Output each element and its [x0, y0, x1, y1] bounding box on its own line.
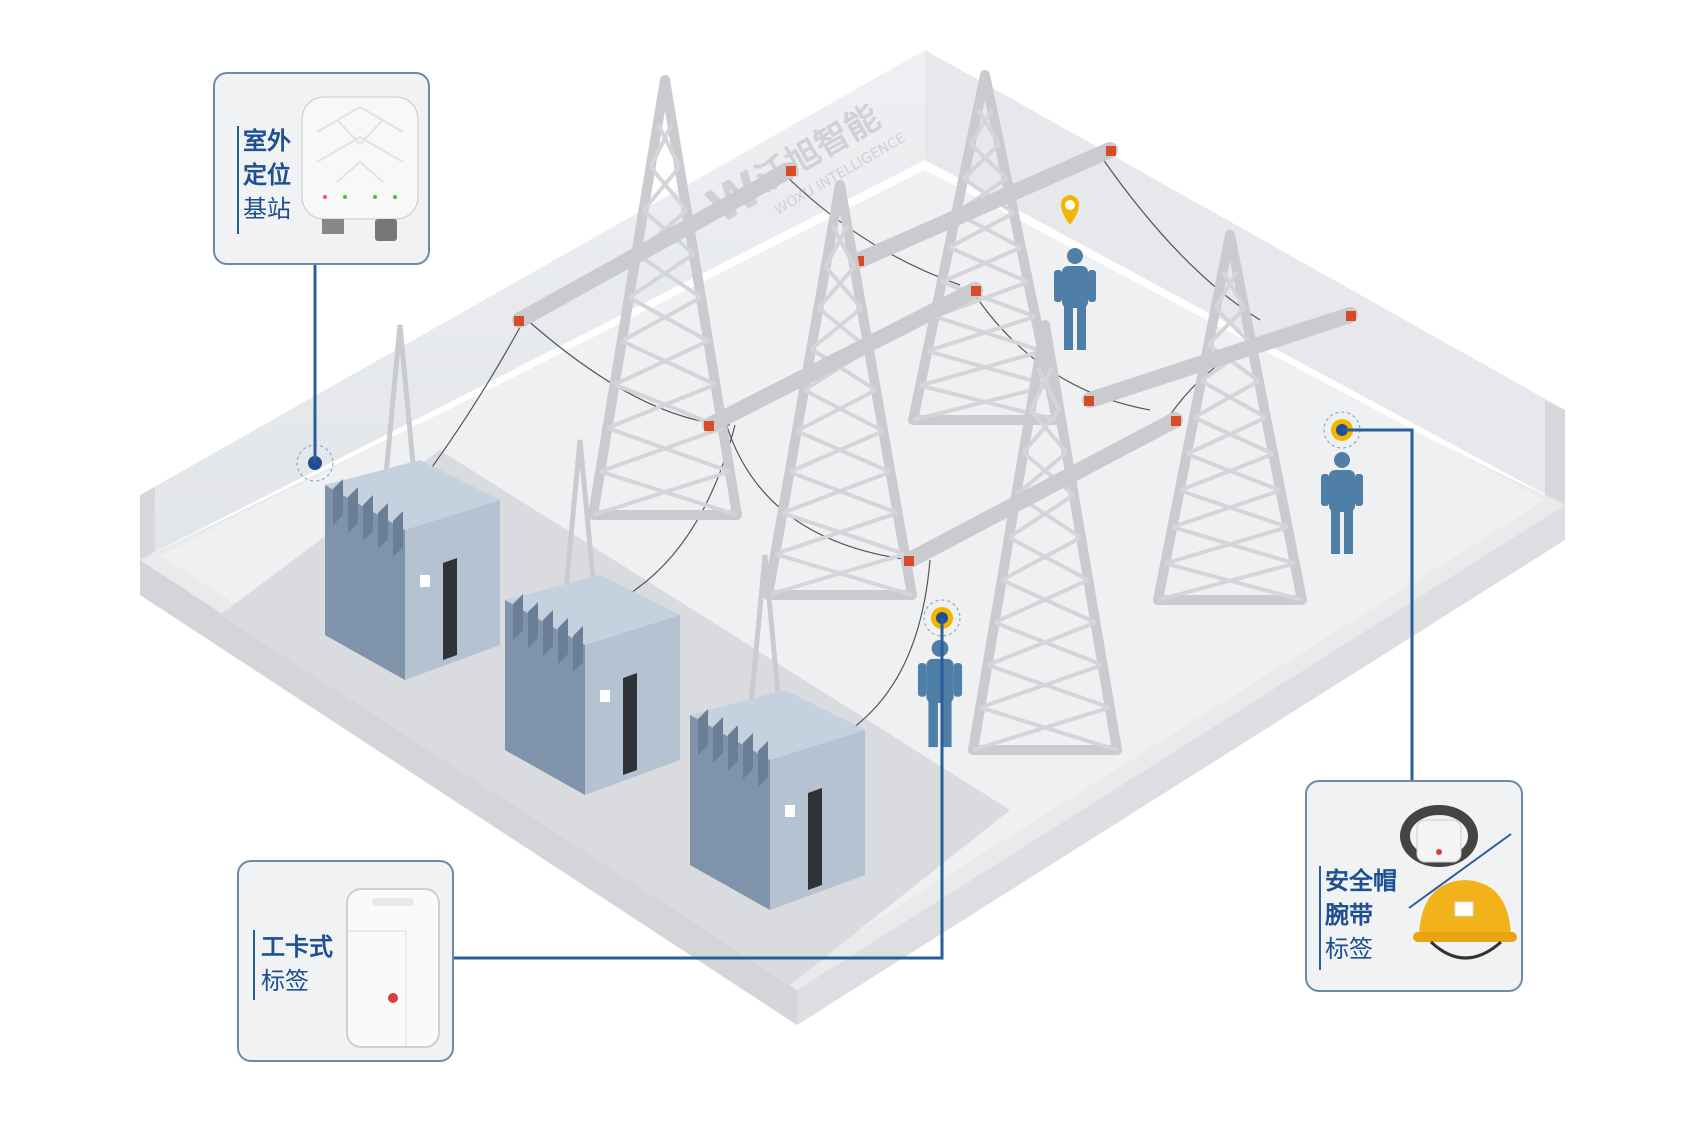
wristband-tag-image	[1400, 805, 1478, 867]
callout-helmet-tag: 安全帽 腕带 标签	[1305, 780, 1523, 992]
callout-card-tag: 工卡式 标签	[237, 860, 454, 1062]
base-station-label-line1: 室外	[243, 127, 291, 155]
transformer	[325, 324, 500, 680]
worker-figure	[1321, 452, 1363, 554]
safety-helmet-image	[1413, 880, 1517, 960]
base-station-label: 室外 定位 基站	[243, 124, 291, 226]
helmet-tag-label-line1: 安全帽	[1325, 867, 1397, 895]
callout-accent-bar	[237, 126, 239, 234]
helmet-tag-label: 安全帽 腕带 标签	[1325, 864, 1397, 966]
divider-slash	[1408, 833, 1512, 909]
worker-figure	[1054, 248, 1096, 350]
callout-accent-bar	[253, 930, 255, 1000]
tower	[852, 70, 1118, 425]
base-station-label-line3: 基站	[243, 195, 291, 223]
worker-figure	[917, 640, 963, 748]
tower	[902, 320, 1183, 755]
card-tag-label: 工卡式 标签	[261, 930, 333, 998]
callout-base-station: 室外 定位 基站	[213, 72, 430, 265]
card-tag-label-line2: 标签	[261, 967, 309, 995]
tower	[512, 75, 798, 520]
base-station-device-image	[301, 96, 419, 241]
base-station-label-line2: 定位	[243, 161, 291, 189]
helmet-tag-label-line2: 腕带	[1325, 901, 1373, 929]
card-tag-label-line1: 工卡式	[261, 933, 333, 961]
tower	[702, 180, 983, 600]
tower	[1082, 230, 1358, 605]
transformer	[505, 439, 680, 795]
workers	[917, 248, 1363, 748]
transformers	[325, 324, 865, 910]
helmet-tag-label-line3: 标签	[1325, 935, 1373, 963]
connector-lines	[313, 265, 1414, 960]
callout-accent-bar	[1319, 866, 1321, 970]
transformer	[690, 554, 865, 910]
card-tag-device-image	[346, 888, 440, 1048]
yellow-pin-icon	[1061, 195, 1079, 225]
transmission-towers	[512, 70, 1358, 755]
